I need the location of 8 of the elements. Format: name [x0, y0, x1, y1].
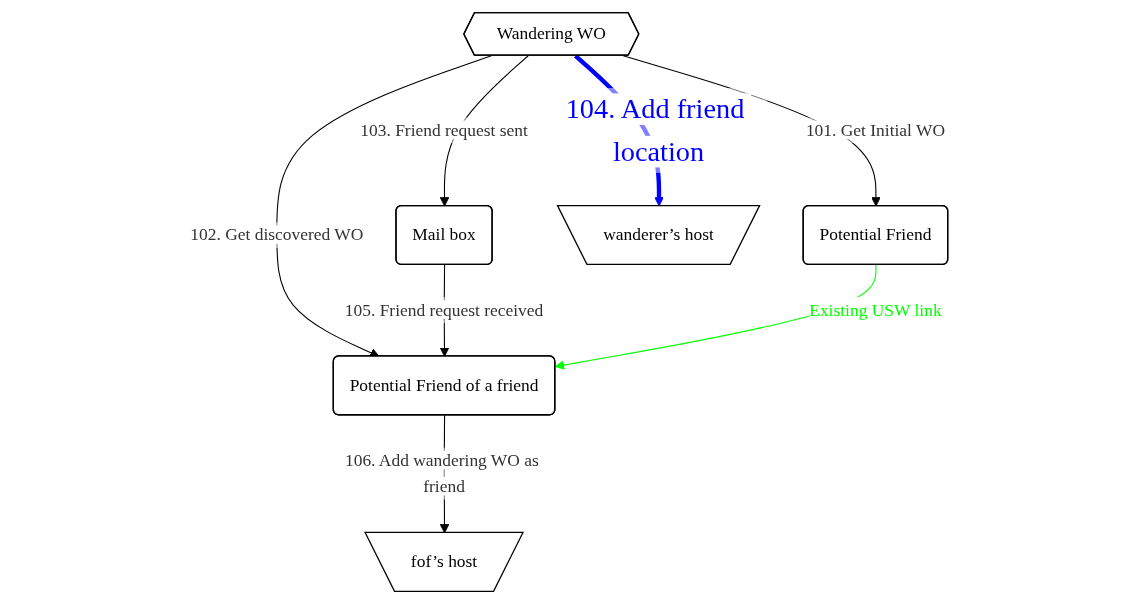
edge-label: 102. Get discovered WO [190, 225, 364, 244]
edge-label: 103. Friend request sent [360, 120, 528, 140]
edge-label: 104. Add friend location [565, 93, 745, 168]
edge-label: Existing USW link [809, 300, 942, 319]
edge-label: 105. Friend request received [344, 300, 544, 319]
edge-label: 106. Add wandering WO as friend [344, 450, 539, 496]
arrow [439, 55, 529, 207]
edge-label: 101. Get Initial WO [805, 120, 945, 140]
